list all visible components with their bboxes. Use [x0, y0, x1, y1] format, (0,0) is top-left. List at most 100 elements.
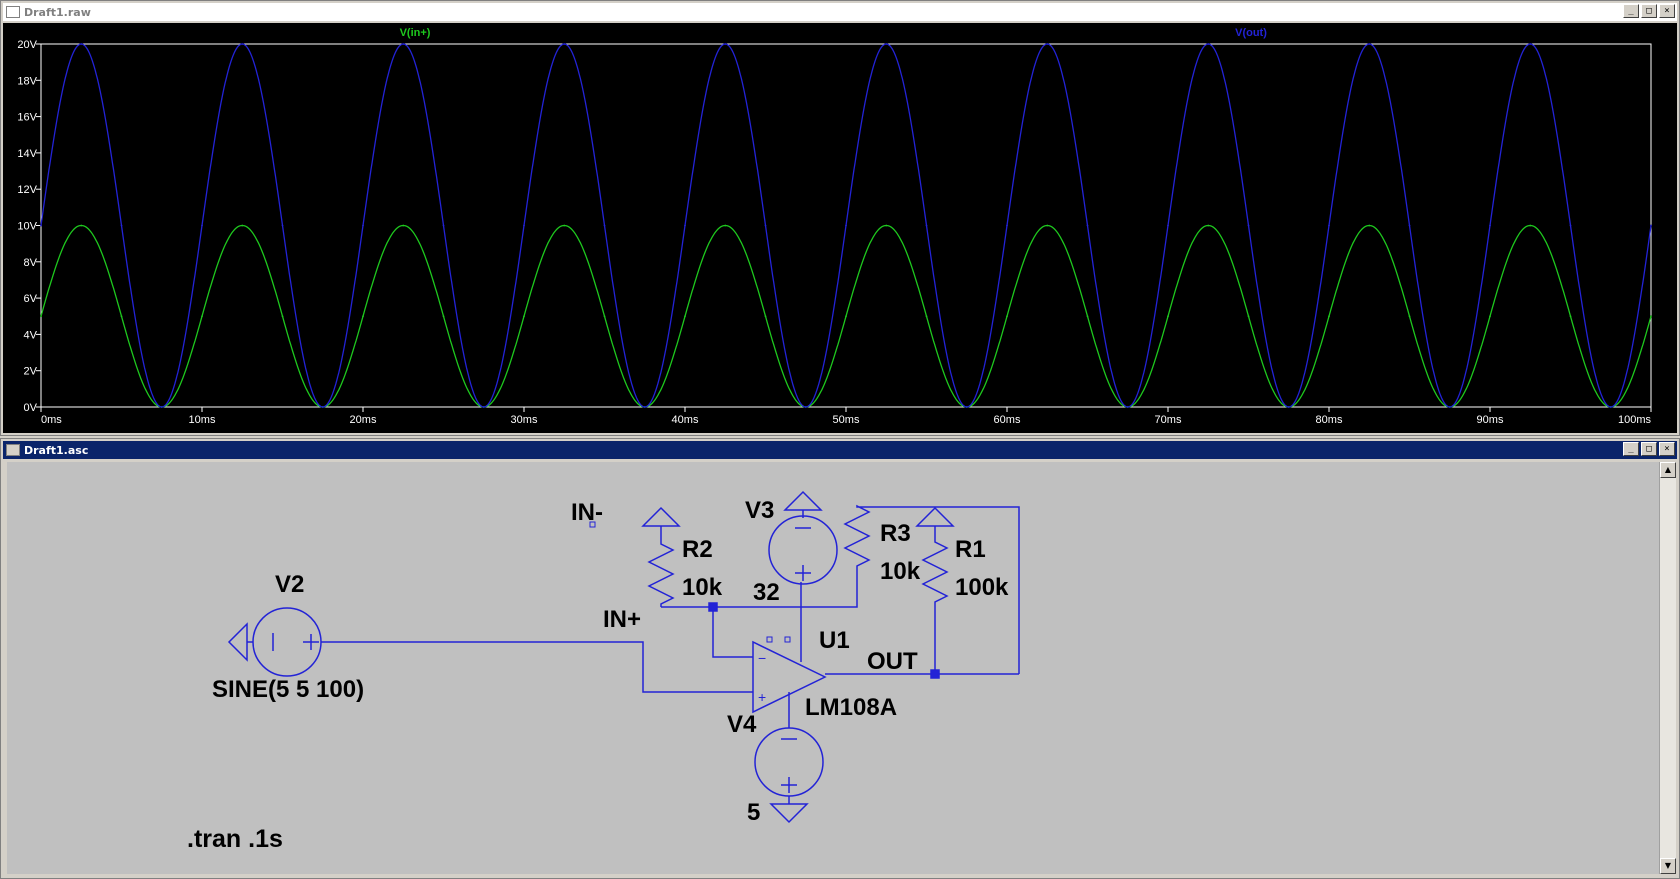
opamp-offset-pin-1 — [766, 636, 773, 643]
v4-source[interactable] — [754, 727, 824, 797]
y-tick-label: 14V — [17, 148, 37, 160]
series-point — [724, 224, 727, 227]
scroll-down-arrow-icon[interactable]: ▼ — [1660, 858, 1676, 874]
series-point — [120, 224, 123, 227]
series-point — [281, 315, 284, 318]
net-label-out[interactable]: OUT — [867, 648, 918, 675]
v2-name-label[interactable]: V2 — [275, 571, 304, 598]
legend-vin: V(in+) — [400, 27, 431, 39]
series-point — [1046, 43, 1049, 45]
close-button[interactable]: × — [1659, 442, 1675, 456]
x-tick-label: 30ms — [511, 414, 538, 426]
maximize-button[interactable]: □ — [1641, 4, 1657, 18]
x-tick-label: 80ms — [1316, 414, 1343, 426]
y-tick-label: 8V — [24, 257, 38, 269]
v3-name-label[interactable]: V3 — [745, 497, 774, 524]
resistor-r2[interactable] — [647, 526, 675, 607]
series-point — [563, 224, 566, 227]
plot-window-titlebar[interactable]: Draft1.raw _ □ × — [3, 3, 1677, 21]
series-point — [281, 224, 284, 227]
r2-value-label[interactable]: 10k — [682, 574, 723, 601]
wire-r2-r3-node[interactable] — [661, 587, 858, 608]
series-point — [804, 406, 807, 408]
r1-name-label[interactable]: R1 — [955, 536, 986, 563]
series-point — [1489, 224, 1491, 227]
series-point — [845, 315, 847, 318]
wire-in-plus[interactable] — [321, 641, 753, 693]
series-point — [321, 406, 324, 408]
series-point — [1207, 224, 1210, 227]
waveform-file-icon — [6, 6, 20, 18]
wire-inverting-input[interactable] — [712, 607, 753, 658]
v4-ground-symbol[interactable] — [769, 803, 809, 824]
v4-value-label[interactable]: 5 — [747, 799, 760, 826]
v3-supply-symbol[interactable] — [783, 490, 823, 511]
y-tick-label: 12V — [17, 184, 37, 196]
series-point — [603, 224, 606, 227]
resistor-r1[interactable] — [921, 526, 949, 674]
junction-out[interactable] — [930, 669, 940, 679]
v3-source[interactable] — [768, 515, 838, 585]
u1-value-label[interactable]: LM108A — [805, 694, 897, 721]
series-point — [1408, 224, 1411, 227]
r2-name-label[interactable]: R2 — [682, 536, 713, 563]
u1-name-label[interactable]: U1 — [819, 627, 850, 654]
y-tick-label: 0V — [24, 402, 38, 414]
series-point — [1006, 224, 1008, 227]
series-point — [442, 315, 445, 318]
x-tick-label: 20ms — [350, 414, 377, 426]
series-point — [1086, 315, 1089, 318]
r1-value-label[interactable]: 100k — [955, 574, 1009, 601]
v2-value-label[interactable]: SINE(5 5 100) — [212, 676, 364, 703]
series-point — [1247, 315, 1250, 318]
resistor-r3[interactable] — [843, 504, 1020, 674]
r1-ground-symbol[interactable] — [915, 506, 955, 527]
v4-name-label[interactable]: V4 — [727, 711, 757, 738]
series-point — [1529, 43, 1532, 45]
r3-name-label[interactable]: R3 — [880, 520, 911, 547]
close-button[interactable]: × — [1659, 4, 1675, 18]
series-point — [362, 315, 364, 318]
series-point — [1569, 315, 1572, 318]
series-point — [1368, 43, 1371, 45]
series-point — [603, 315, 606, 318]
series-point — [764, 315, 767, 318]
schematic-window: Draft1.asc _ □ × .tran .1s V2 SINE(5 5 1… — [0, 438, 1680, 879]
opamp-minus-sign: − — [758, 650, 766, 666]
v2-source[interactable] — [247, 607, 322, 677]
series-point — [1006, 315, 1008, 318]
y-tick-label: 2V — [24, 366, 38, 378]
r3-value-label[interactable]: 10k — [880, 558, 921, 585]
r2-ground-symbol[interactable] — [641, 506, 681, 527]
series-point — [120, 315, 123, 318]
schematic-window-titlebar[interactable]: Draft1.asc _ □ × — [3, 441, 1677, 459]
series-point — [1489, 315, 1491, 318]
junction-inverting[interactable] — [708, 602, 718, 612]
scroll-up-arrow-icon[interactable]: ▲ — [1660, 462, 1676, 478]
net-label-in-plus[interactable]: IN+ — [603, 606, 641, 633]
y-tick-label: 4V — [24, 329, 38, 341]
series-point — [523, 315, 525, 318]
opamp-offset-pin-2 — [784, 636, 791, 643]
series-point — [1650, 315, 1652, 318]
maximize-button[interactable]: □ — [1641, 442, 1657, 456]
schematic-canvas[interactable]: .tran .1s V2 SINE(5 5 100) IN+ IN- − + — [7, 462, 1659, 874]
schematic-vertical-scrollbar[interactable]: ▲ ▼ — [1659, 462, 1676, 874]
v2-ground-symbol[interactable] — [227, 622, 248, 662]
minimize-button[interactable]: _ — [1623, 442, 1639, 456]
net-label-in-minus[interactable]: IN- — [571, 499, 603, 526]
series-point — [442, 224, 445, 227]
schematic-drawing: .tran .1s V2 SINE(5 5 100) IN+ IN- − + — [187, 490, 1020, 853]
series-point — [684, 315, 686, 318]
series-point — [563, 43, 566, 45]
x-tick-label: 0ms — [41, 414, 62, 426]
in-minus-pin[interactable] — [589, 521, 596, 528]
series-point — [201, 315, 203, 318]
series-point — [160, 406, 163, 408]
series-point — [1287, 406, 1290, 408]
minimize-button[interactable]: _ — [1623, 4, 1639, 18]
v3-value-label[interactable]: 32 — [753, 579, 780, 606]
tran-directive[interactable]: .tran .1s — [187, 825, 283, 853]
